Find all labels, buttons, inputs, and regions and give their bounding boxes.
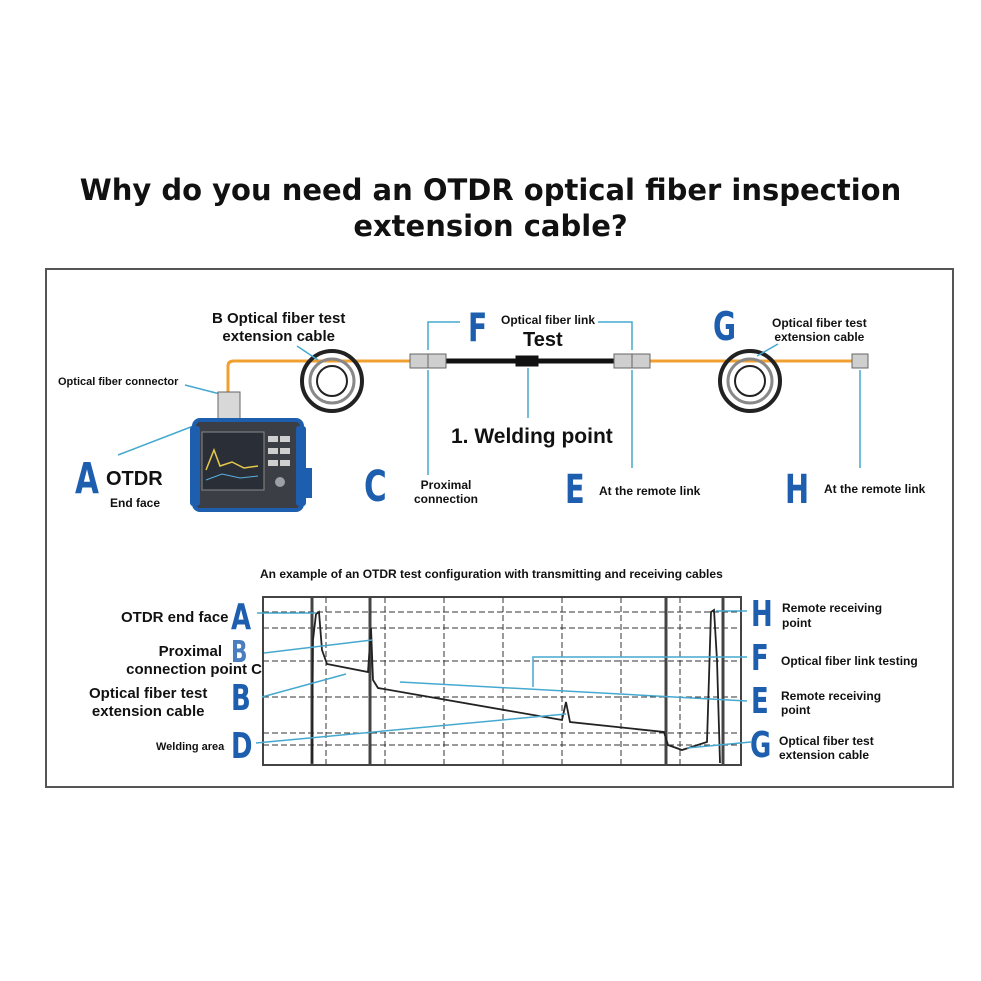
letter-g-top: G xyxy=(713,305,737,350)
test-label: Test xyxy=(523,329,563,351)
chart-right-letter-h: H xyxy=(751,594,773,635)
chart-left-label-b-line1: Optical fiber test xyxy=(89,685,208,702)
otdr-device-icon xyxy=(190,391,312,512)
letter-f-top: F xyxy=(468,306,488,351)
letter-h-top: H xyxy=(785,467,810,513)
diagram-frame xyxy=(45,268,954,788)
chart-right-label-g: Optical fiber test extension cable xyxy=(779,734,874,762)
title-line-2: extension cable? xyxy=(353,209,628,243)
chart-right-label-h: Remote receiving point xyxy=(782,601,882,631)
chart-left-letter-d: D xyxy=(231,726,253,767)
chart-right-label-e-line1: Remote receiving xyxy=(781,689,882,703)
chart-left-label-c-line2: connection point C xyxy=(126,661,262,678)
g-cable-label-line1: Optical fiber test xyxy=(772,316,867,330)
end-face-label: End face xyxy=(110,496,161,510)
chart-left-letter-a: A xyxy=(231,597,252,638)
proximal-connection-line1: Proximal xyxy=(420,478,472,492)
proximal-connection-label: Proximal connection xyxy=(414,478,478,506)
chart-right-label-e: Remote receiving point xyxy=(781,689,881,717)
letter-e-top: E xyxy=(565,467,585,513)
chart-right-letter-f: F xyxy=(751,638,769,679)
page-title: Why do you need an OTDR optical fiber in… xyxy=(0,172,981,244)
chart-left-label-b: Optical fiber test extension cable xyxy=(89,685,207,721)
coil-b-icon xyxy=(300,349,364,413)
chart-right-label-h-line1: Remote receiving xyxy=(782,601,883,615)
otdr-label: OTDR xyxy=(106,468,163,490)
f-bracket xyxy=(427,321,633,350)
g-cable-label: Optical fiber test extension cable xyxy=(772,316,867,344)
chart-left-label-a: OTDR end face xyxy=(121,609,229,626)
proximal-connection-line2: connection xyxy=(414,492,479,506)
trace-chart xyxy=(262,596,742,766)
welding-point-label: 1. Welding point xyxy=(451,425,613,448)
chart-right-letter-g: G xyxy=(750,725,772,766)
coil-g-icon xyxy=(718,349,782,413)
chart-caption: An example of an OTDR test configuration… xyxy=(260,567,723,581)
h-remote-label: At the remote link xyxy=(824,482,926,496)
connector-icons xyxy=(409,353,869,369)
chart-right-letter-e: E xyxy=(751,681,769,722)
chart-left-label-d: Welding area xyxy=(156,741,225,753)
leader-lines-chart xyxy=(255,610,752,749)
chart-right-label-g-line1: Optical fiber test xyxy=(779,734,874,748)
chart-right-label-g-line2: extension cable xyxy=(779,748,870,762)
letter-a-top: A xyxy=(75,454,99,504)
title-line-1: Why do you need an OTDR optical fiber in… xyxy=(79,173,902,207)
chart-right-label-h-line2: point xyxy=(782,616,812,630)
chart-left-letter-b1: B xyxy=(231,635,248,670)
b-cable-label-line1: B Optical fiber test xyxy=(212,310,346,327)
e-remote-label: At the remote link xyxy=(599,484,701,498)
leader-lines-top xyxy=(117,343,861,475)
f-link-label: Optical fiber link xyxy=(501,313,596,327)
g-cable-label-line2: extension cable xyxy=(774,330,865,344)
b-cable-label-line2: extension cable xyxy=(222,328,335,345)
chart-right-label-f: Optical fiber link testing xyxy=(781,654,918,668)
chart-left-label-c-line1: Proximal xyxy=(158,643,222,660)
chart-left-letter-b2: B xyxy=(231,678,251,719)
connector-label: Optical fiber connector xyxy=(58,376,179,388)
chart-left-label-b-line2: extension cable xyxy=(91,703,205,720)
otdr-trace-line xyxy=(311,608,721,764)
chart-left-label-c: Proximal connection point C xyxy=(117,643,262,679)
fiber-cables xyxy=(226,358,854,394)
b-cable-label: B Optical fiber test extension cable xyxy=(212,310,345,346)
letter-c-top: C xyxy=(364,462,387,512)
chart-right-label-e-line2: point xyxy=(781,703,811,717)
